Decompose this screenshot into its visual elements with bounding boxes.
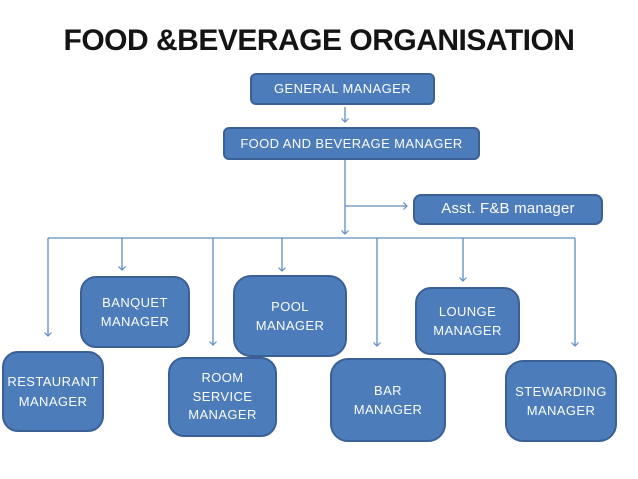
- node-label: Asst. F&B manager: [441, 200, 575, 218]
- node-restaurant-manager: RESTAURANT MANAGER: [2, 351, 104, 432]
- node-label: BANQUET MANAGER: [100, 294, 170, 330]
- node-asst-fb-manager: Asst. F&B manager: [413, 194, 603, 225]
- node-label: BAR MANAGER: [353, 382, 423, 418]
- node-bar-manager: BAR MANAGER: [330, 358, 446, 442]
- node-label: STEWARDING MANAGER: [515, 383, 607, 419]
- node-label: GENERAL MANAGER: [274, 81, 411, 97]
- node-label: RESTAURANT MANAGER: [7, 374, 99, 409]
- node-room-service-manager: ROOM SERVICE MANAGER: [168, 357, 277, 437]
- node-label: POOL MANAGER: [255, 298, 325, 334]
- node-banquet-manager: BANQUET MANAGER: [80, 276, 190, 348]
- node-lounge-manager: LOUNGE MANAGER: [415, 287, 520, 355]
- node-general-manager: GENERAL MANAGER: [250, 73, 435, 105]
- node-label: FOOD AND BEVERAGE MANAGER: [240, 135, 463, 151]
- node-food-and-beverage-manager: FOOD AND BEVERAGE MANAGER: [223, 127, 480, 160]
- node-pool-manager: POOL MANAGER: [233, 275, 347, 357]
- node-stewarding-manager: STEWARDING MANAGER: [505, 360, 617, 442]
- node-label: ROOM SERVICE MANAGER: [188, 369, 257, 423]
- node-label: LOUNGE MANAGER: [433, 303, 502, 339]
- page-title: FOOD &BEVERAGE ORGANISATION: [63, 24, 575, 57]
